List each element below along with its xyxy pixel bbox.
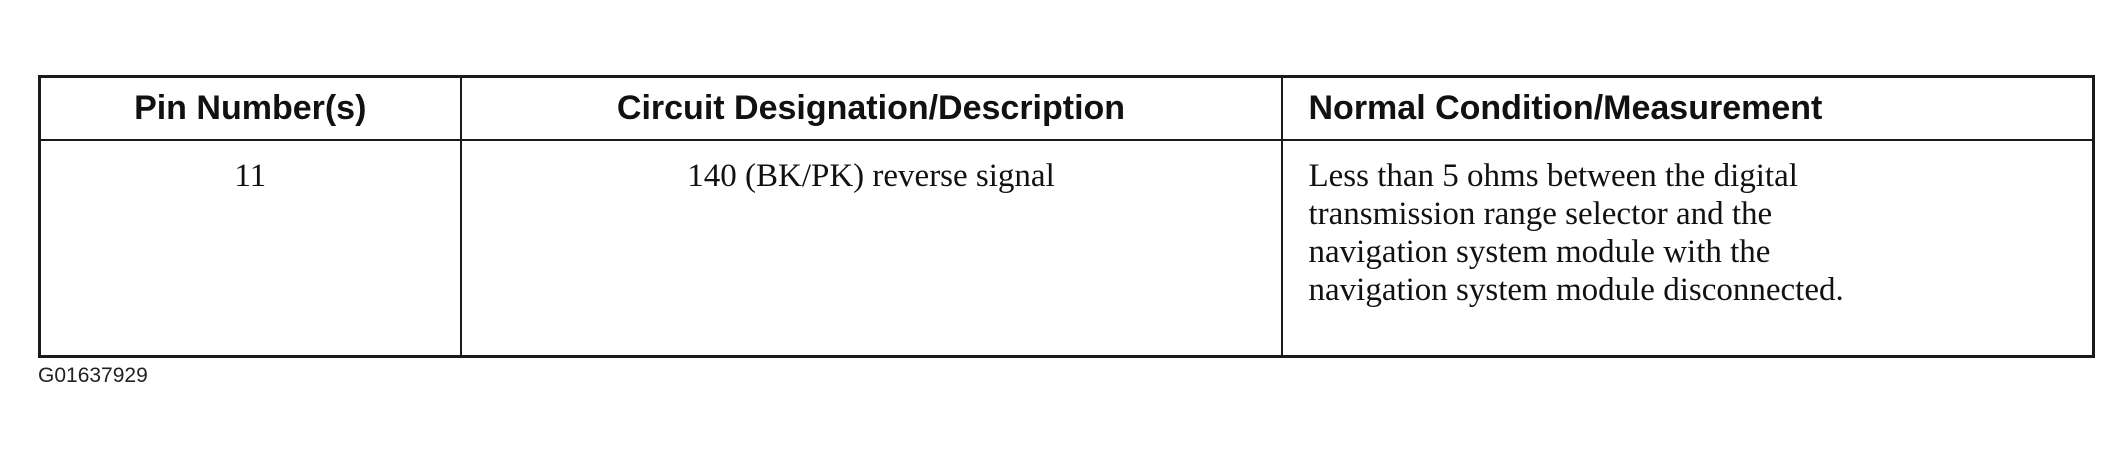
header-normal-condition: Normal Condition/Measurement	[1280, 75, 2095, 141]
condition-line: navigation system module disconnected.	[1308, 272, 1844, 308]
cell-pin-number: 11	[38, 139, 462, 358]
cell-circuit-description: 140 (BK/PK) reverse signal	[459, 139, 1283, 358]
condition-line: navigation system module with the	[1308, 234, 1771, 270]
table-row: 11 140 (BK/PK) reverse signal Less than …	[38, 139, 2095, 358]
header-pin-numbers: Pin Number(s)	[38, 75, 462, 141]
table-header-row: Pin Number(s) Circuit Designation/Descri…	[38, 75, 2095, 141]
condition-line: transmission range selector and the	[1308, 196, 1773, 232]
figure-id: G01637929	[38, 364, 148, 387]
header-circuit-description: Circuit Designation/Description	[459, 75, 1283, 141]
connector-spec-table: Pin Number(s) Circuit Designation/Descri…	[38, 75, 2095, 358]
cell-normal-condition: Less than 5 ohms between the digital tra…	[1280, 139, 2095, 358]
condition-line: Less than 5 ohms between the digital	[1308, 158, 1798, 194]
